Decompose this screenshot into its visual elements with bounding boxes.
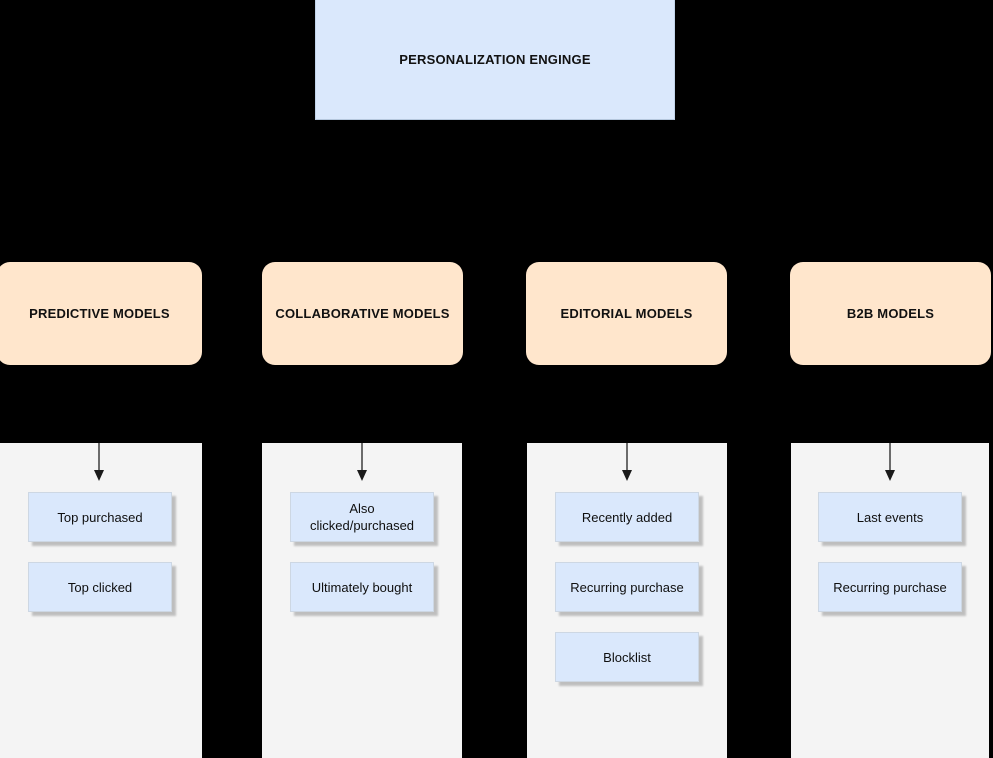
- leaf-item[interactable]: Top purchased: [28, 492, 172, 542]
- leaf-label: Ultimately bought: [311, 579, 413, 595]
- model-box-b2b[interactable]: B2B MODELS: [790, 262, 991, 365]
- model-label-editorial: EDITORIAL MODELS: [560, 306, 693, 321]
- panel-b2b: Last events Recurring purchase: [791, 443, 989, 758]
- model-label-collaborative: COLLABORATIVE MODELS: [275, 306, 450, 321]
- leaf-label: Recurring purchase: [570, 579, 684, 595]
- arrow-shaft: [626, 443, 628, 473]
- arrow-down-icon-editorial: [621, 443, 633, 483]
- leaf-item[interactable]: Recently added: [555, 492, 699, 542]
- arrow-down-icon-predictive: [93, 443, 105, 483]
- arrow-head: [357, 470, 367, 481]
- personalization-engine-label: PERSONALIZATION ENGINGE: [399, 52, 591, 67]
- leaf-label: Recurring purchase: [833, 579, 947, 595]
- leaf-item[interactable]: Ultimately bought: [290, 562, 434, 612]
- model-box-predictive[interactable]: PREDICTIVE MODELS: [0, 262, 202, 365]
- leaf-label: Recently added: [581, 509, 673, 525]
- leaf-item[interactable]: Recurring purchase: [818, 562, 962, 612]
- panel-editorial: Recently added Recurring purchase Blockl…: [527, 443, 727, 758]
- personalization-engine-box[interactable]: PERSONALIZATION ENGINGE: [315, 0, 675, 120]
- panel-predictive: Top purchased Top clicked: [0, 443, 202, 758]
- leaf-item[interactable]: Also clicked/purchased: [290, 492, 434, 542]
- leaf-item[interactable]: Top clicked: [28, 562, 172, 612]
- leaf-label: Blocklist: [603, 649, 651, 665]
- panel-collaborative: Also clicked/purchased Ultimately bought: [262, 443, 462, 758]
- arrow-shaft: [98, 443, 100, 473]
- leaf-item[interactable]: Last events: [818, 492, 962, 542]
- arrow-shaft: [361, 443, 363, 473]
- leaf-label: Top clicked: [67, 579, 133, 595]
- leaf-list-editorial: Recently added Recurring purchase Blockl…: [527, 492, 727, 702]
- arrow-down-icon-collaborative: [356, 443, 368, 483]
- arrow-head: [885, 470, 895, 481]
- leaf-item[interactable]: Recurring purchase: [555, 562, 699, 612]
- arrow-head: [622, 470, 632, 481]
- leaf-label: Last events: [856, 509, 924, 525]
- arrow-shaft: [889, 443, 891, 473]
- leaf-item[interactable]: Blocklist: [555, 632, 699, 682]
- leaf-list-b2b: Last events Recurring purchase: [791, 492, 989, 632]
- model-label-b2b: B2B MODELS: [846, 306, 935, 321]
- model-box-editorial[interactable]: EDITORIAL MODELS: [526, 262, 727, 365]
- model-label-predictive: PREDICTIVE MODELS: [29, 306, 170, 321]
- leaf-list-predictive: Top purchased Top clicked: [0, 492, 202, 632]
- model-box-collaborative[interactable]: COLLABORATIVE MODELS: [262, 262, 463, 365]
- arrow-down-icon-b2b: [884, 443, 896, 483]
- leaf-label: Top purchased: [57, 509, 143, 525]
- arrow-head: [94, 470, 104, 481]
- leaf-list-collaborative: Also clicked/purchased Ultimately bought: [262, 492, 462, 632]
- leaf-label: Also clicked/purchased: [309, 501, 415, 533]
